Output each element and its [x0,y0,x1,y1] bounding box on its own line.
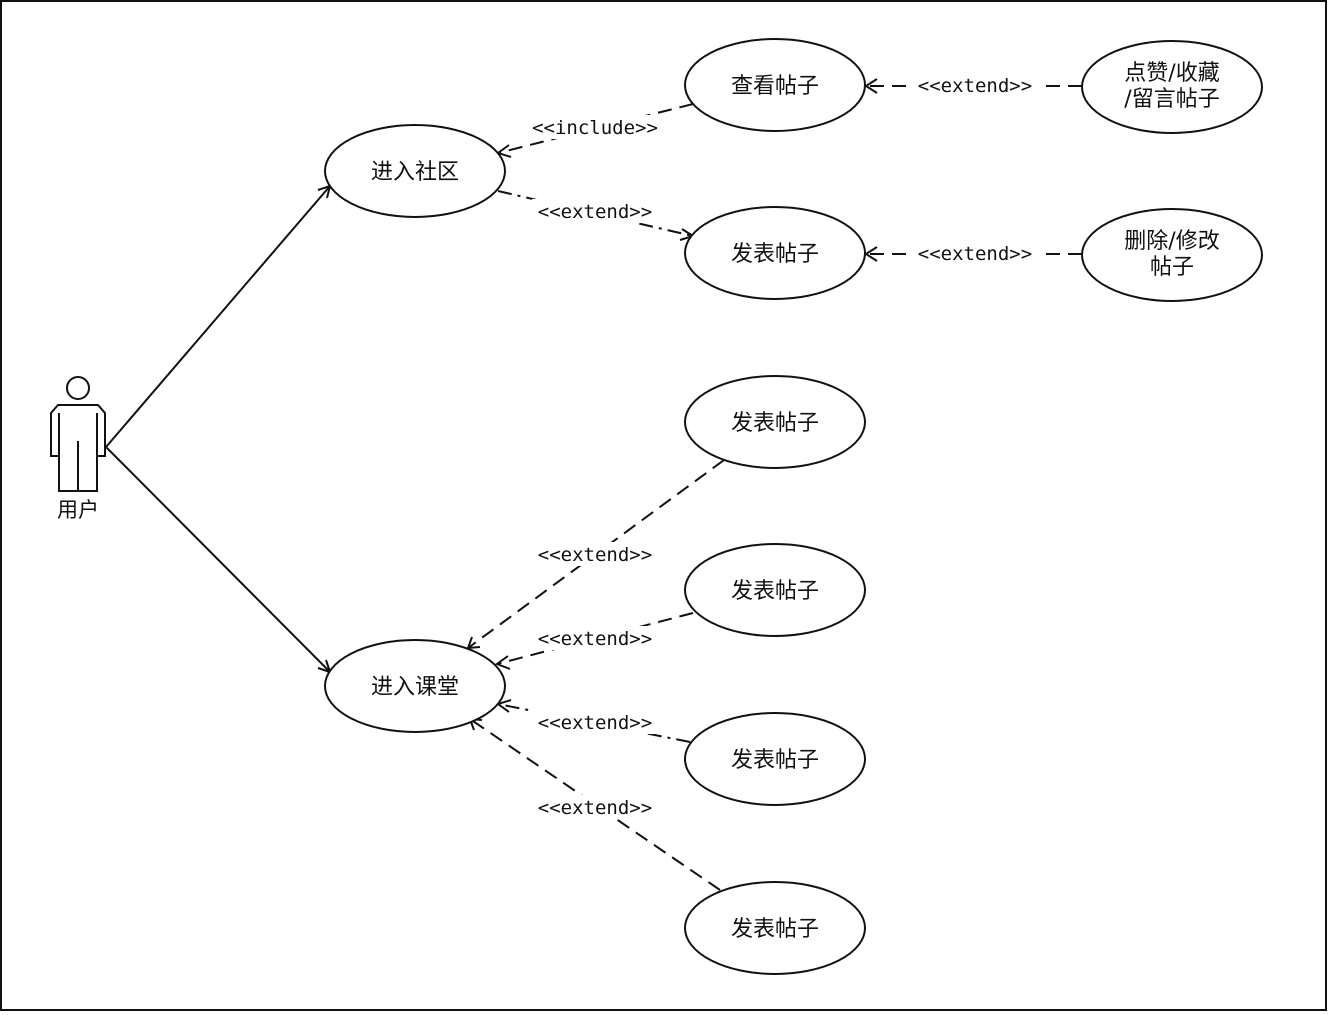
use-case-label-line-2: 帖子 [1150,255,1194,280]
extend-label-delete-modify: <<extend>> [918,243,1032,265]
use-case-ellipse [1081,40,1263,134]
use-case-label-line-1: 删除/修改 [1124,229,1219,254]
use-case-label: 进入社区 [371,160,459,185]
use-case-ellipse [684,881,866,975]
label-bg [532,626,658,650]
extend-label-publish-4: <<extend>> [538,712,652,734]
actor-label: 用户 [57,498,99,522]
label-bg [528,115,662,139]
use-case-ellipse [684,206,866,300]
use-case-ellipse [684,712,866,806]
use-case-ellipse [1081,208,1263,302]
association-actor-classroom [105,446,331,673]
use-case-label: 查看帖子 [731,74,819,99]
use-case-ellipse [684,543,866,637]
use-case-delete-modify[interactable]: 删除/修改 帖子 [1081,208,1263,302]
use-case-label: 发表帖子 [731,242,819,267]
extend-arrowhead-view-post [864,78,878,94]
label-bg [532,199,658,223]
use-case-label-line-2: /留言帖子 [1124,87,1219,112]
use-case-classroom[interactable]: 进入课堂 [324,639,506,733]
label-bg [532,710,658,734]
use-case-publish-post-3[interactable]: 发表帖子 [684,543,866,637]
use-case-ellipse [684,38,866,132]
include-label: <<include>> [532,117,658,139]
use-case-view-post[interactable]: 查看帖子 [684,38,866,132]
actor-head-icon [66,376,90,400]
use-case-community[interactable]: 进入社区 [324,124,506,218]
extend-arrowhead-classroom-3 [494,655,511,670]
extend-label-like-collect: <<extend>> [918,75,1032,97]
use-case-publish-post-5[interactable]: 发表帖子 [684,881,866,975]
extend-label-publish-3: <<extend>> [538,628,652,650]
label-bg [912,241,1038,265]
extend-publish-post-5-to-classroom [469,718,721,891]
use-case-like-collect[interactable]: 点赞/收藏 /留言帖子 [1081,40,1263,134]
use-case-publish-post-4[interactable]: 发表帖子 [684,712,866,806]
label-bg [532,795,658,819]
use-case-label: 发表帖子 [731,411,819,436]
use-case-label: 发表帖子 [731,748,819,773]
extend-label-publish-2: <<extend>> [538,544,652,566]
extend-arrowhead-publish-post-1b [864,246,878,262]
actor-user[interactable]: 用户 [50,376,106,522]
use-case-label: 发表帖子 [731,579,819,604]
use-case-ellipse [684,375,866,469]
extend-label-community-publish: <<extend>> [538,201,652,223]
use-case-label: 发表帖子 [731,917,819,942]
use-case-publish-post-2[interactable]: 发表帖子 [684,375,866,469]
use-case-ellipse [324,639,506,733]
label-bg [532,542,658,566]
extend-label-publish-5: <<extend>> [538,797,652,819]
relation-labels: <<include>> <<extend>> <<extend>> <<exte… [528,73,1038,819]
use-case-publish-post-1[interactable]: 发表帖子 [684,206,866,300]
label-bg [912,73,1038,97]
use-case-label: 进入课堂 [371,675,459,700]
use-case-label-line-1: 点赞/收藏 [1124,61,1219,86]
association-actor-community [105,185,331,448]
use-case-ellipse [324,124,506,218]
